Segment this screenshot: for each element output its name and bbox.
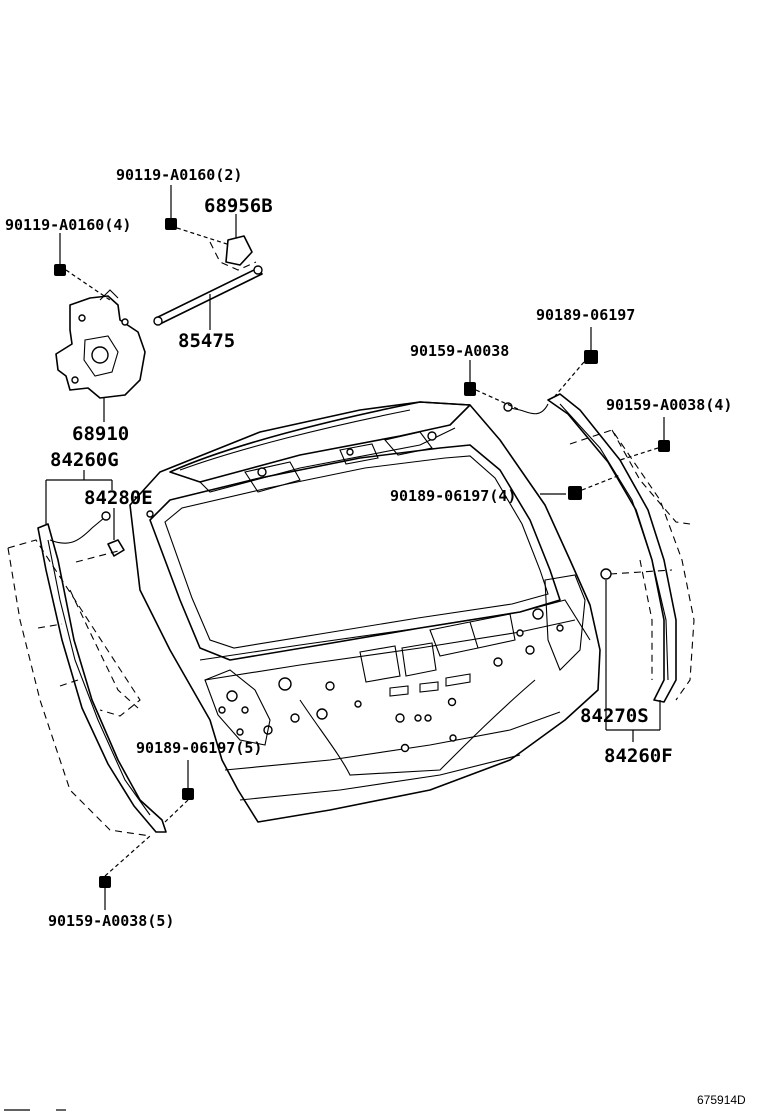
grommet-lower-icon bbox=[99, 835, 151, 910]
label-clip-lower: 90189-06197(5) bbox=[136, 739, 262, 757]
label-sensor-left-assy: 84260G bbox=[50, 449, 119, 471]
label-screw-top: 90119-A0160(2) bbox=[116, 166, 242, 184]
left-sensor-strip bbox=[7, 511, 194, 910]
grommet-right-icon bbox=[619, 417, 670, 461]
label-grommet-lower: 90159-A0038(5) bbox=[48, 912, 174, 930]
screw-top-icon bbox=[165, 218, 231, 246]
label-screw-left: 90119-A0160(4) bbox=[5, 216, 131, 234]
label-grommet-upper: 90159-A0038 bbox=[410, 342, 509, 360]
sensor-connector-icon bbox=[600, 568, 612, 706]
label-motor: 68910 bbox=[72, 423, 129, 445]
right-sensor-strip bbox=[464, 327, 695, 706]
grommet-upper-icon bbox=[464, 360, 521, 411]
clip-right-icon bbox=[540, 474, 621, 500]
label-sensor-right: 84270S bbox=[580, 705, 649, 727]
label-sensor-right-assy: 84260F bbox=[604, 745, 673, 767]
label-rod: 85475 bbox=[178, 330, 235, 352]
screw-left-icon bbox=[54, 264, 111, 301]
label-sensor-left: 84280E bbox=[84, 487, 153, 509]
label-bracket: 68956B bbox=[204, 195, 273, 217]
clip-upper-icon bbox=[554, 327, 598, 397]
label-grommet-right: 90159-A0038(4) bbox=[606, 396, 732, 414]
label-clip-upper: 90189-06197 bbox=[536, 306, 635, 324]
wiper-motor-assembly bbox=[54, 218, 263, 399]
back-door-panel bbox=[129, 401, 601, 823]
clip-lower-icon bbox=[164, 760, 194, 823]
label-clip-right: 90189-06197(4) bbox=[390, 487, 516, 505]
diagram-code: 675914D bbox=[697, 1093, 746, 1107]
leader-lines bbox=[45, 185, 661, 742]
